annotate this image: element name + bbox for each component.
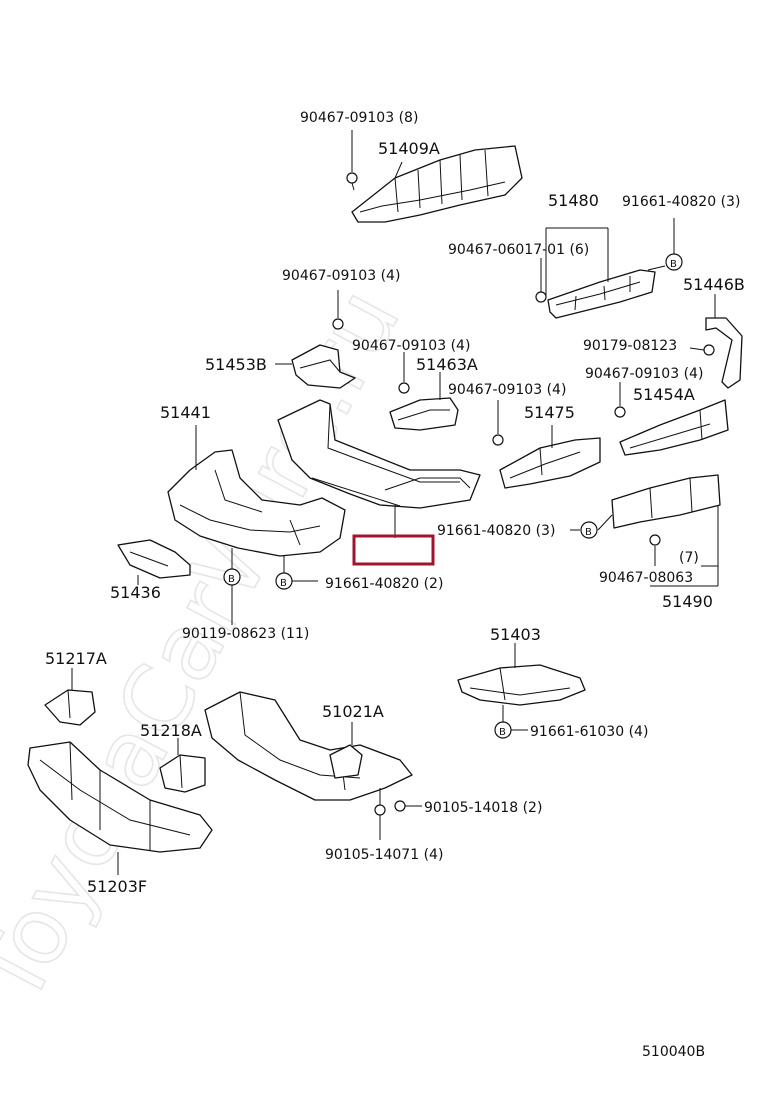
bolt-icon (614, 406, 626, 418)
part-51021A[interactable] (204, 691, 413, 801)
b-bolt-icon: B (580, 521, 598, 539)
label-9010514018-2: 90105-14018 (2) (424, 800, 542, 816)
leader-line (647, 218, 675, 271)
label-9046708063: 90467-08063 (599, 570, 693, 586)
part-51203F[interactable] (27, 741, 213, 853)
label-51454A[interactable]: 51454A (633, 385, 695, 404)
label-qty-7: (7) (679, 550, 699, 566)
part-51436[interactable] (117, 539, 191, 579)
bolt-icon (346, 172, 358, 191)
label-9046709103-4: 90467-09103 (4) (448, 382, 566, 398)
part-51475[interactable] (499, 437, 601, 489)
bolt-icon (398, 382, 410, 394)
label-51463A[interactable]: 51463A (416, 355, 478, 374)
leader-line (275, 290, 339, 365)
leader-line (570, 514, 613, 531)
part-51442[interactable] (277, 399, 481, 509)
label-51436[interactable]: 51436 (110, 583, 161, 602)
label-51453B[interactable]: 51453B (205, 355, 267, 374)
part-51454A[interactable] (619, 399, 729, 456)
label-9011908623-11: 90119-08623 (11) (182, 626, 309, 642)
label-51218A[interactable]: 51218A (140, 721, 202, 740)
bolt-icon (703, 344, 715, 356)
part-51409A[interactable] (351, 145, 523, 223)
label-51475[interactable]: 51475 (524, 403, 575, 422)
watermark-text: ToyotaCarWire.ru (0, 272, 421, 1021)
svg-text:B: B (499, 727, 506, 738)
label-9166140820-2: 91661-40820 (2) (325, 576, 443, 592)
label-51021A[interactable]: 51021A (322, 702, 384, 721)
leader-line (502, 705, 528, 731)
part-51218A[interactable] (159, 754, 206, 793)
leader-line (283, 555, 318, 582)
b-bolt-icon: B (665, 253, 683, 271)
part-51463A[interactable] (389, 397, 459, 431)
label-51446B[interactable]: 51446B (683, 275, 745, 294)
leader-line (394, 161, 403, 179)
leader-line (403, 352, 441, 400)
part-51403[interactable] (457, 664, 586, 706)
leader-line (545, 227, 609, 296)
diagram-code: 510040B (642, 1044, 705, 1060)
svg-text:B: B (585, 527, 592, 538)
label-51441[interactable]: 51441 (160, 403, 211, 422)
label-9166140820-3: 91661-40820 (3) (437, 523, 555, 539)
bolt-icon (492, 434, 504, 446)
label-51480[interactable]: 51480 (548, 191, 599, 210)
part-51217A[interactable] (44, 689, 96, 726)
bolt-icon (332, 318, 344, 330)
part-51490[interactable] (611, 474, 721, 529)
b-bolt-icon: B (275, 572, 293, 590)
highlight-box (352, 534, 435, 566)
label-9166161030-4: 91661-61030 (4) (530, 724, 648, 740)
bolt-icon (374, 804, 386, 840)
part-51446B[interactable] (705, 317, 743, 389)
label-9046709103-4: 90467-09103 (4) (585, 366, 703, 382)
label-9010514071-4: 90105-14071 (4) (325, 847, 443, 863)
bolt-icon (535, 291, 547, 303)
label-9017908123: 90179-08123 (583, 338, 677, 354)
label-9046709103-4: 90467-09103 (4) (352, 338, 470, 354)
label-51203F[interactable]: 51203F (87, 877, 147, 896)
svg-text:B: B (280, 578, 287, 589)
label-51217A[interactable]: 51217A (45, 649, 107, 668)
label-90467060170-6: 90467-06017-01 (6) (448, 242, 589, 258)
b-bolt-icon: B (494, 721, 512, 739)
bolt-icon (649, 534, 661, 546)
label-9046709103-8: 90467-09103 (8) (300, 110, 418, 126)
part-51441[interactable] (167, 449, 346, 557)
svg-text:B: B (228, 574, 235, 585)
label-51409A[interactable]: 51409A (378, 139, 440, 158)
leader-line (689, 294, 716, 351)
b-bolt-icon: B (223, 568, 241, 586)
leader-line (650, 505, 719, 587)
part-51480[interactable] (547, 269, 656, 319)
label-51490[interactable]: 51490 (662, 592, 713, 611)
label-9046709103-4: 90467-09103 (4) (282, 268, 400, 284)
leader-line (497, 400, 553, 448)
label-51403[interactable]: 51403 (490, 625, 541, 644)
part-51453B[interactable] (291, 344, 356, 389)
bolt-icon (394, 800, 406, 812)
label-9166140820-3: 91661-40820 (3) (622, 194, 740, 210)
svg-text:B: B (670, 259, 677, 270)
